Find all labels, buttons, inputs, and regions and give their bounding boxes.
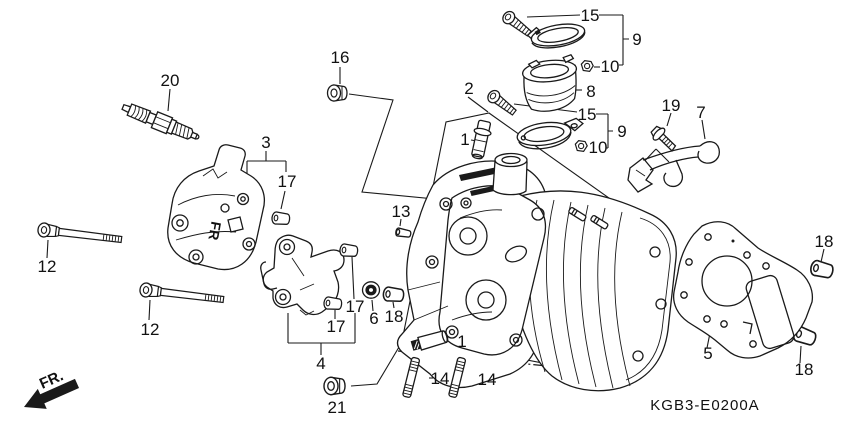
callout-7: 7 [696,103,705,122]
cylinder-gasket [672,221,814,359]
screw-15-lower [484,87,519,119]
stud-14-left [401,356,421,399]
leader-2 [467,96,489,113]
leader-16 [339,67,467,203]
callout-19: 19 [662,96,681,115]
nut-10-upper [579,59,595,73]
leader-18-bottom-right [799,345,802,364]
leader-6 [371,299,374,312]
collar-17-upper [270,210,291,227]
callout-20: 20 [161,71,180,90]
callout-4: 4 [316,354,325,373]
callout-6: 6 [369,309,378,328]
head-stud-pin [568,207,587,222]
flange-bolt-19 [650,125,677,152]
callout-10a: 10 [601,57,620,76]
valve-guide-1-upper [471,119,492,160]
callout-13: 13 [392,202,411,221]
callout-labels: 20 16 3 17 2 1 15 9 10 8 15 9 10 19 7 13… [38,6,834,417]
collar-18-left [381,285,406,304]
cable-bracket-7 [627,141,720,193]
collar-18-right-upper [808,258,836,281]
bracket-9-lower [596,113,613,149]
leader-13 [399,218,402,227]
callout-18c: 18 [795,360,814,379]
callout-16: 16 [331,48,350,67]
leader-21 [350,341,403,387]
leader-18-left [392,301,395,309]
dowel-pin-13 [395,227,412,238]
callout-15a: 15 [581,6,600,25]
oil-seal-6 [361,281,381,299]
bracket-9-upper [599,14,629,66]
leader-17-right [351,256,356,343]
cap-nut-16 [326,84,348,102]
nut-10-lower [573,139,589,153]
callout-12b: 12 [141,320,160,339]
callout-8: 8 [586,82,595,101]
leader-18-top-right [820,248,825,263]
callout-17c: 17 [327,317,346,336]
callout-1b: 1 [457,332,466,351]
callout-3: 3 [261,133,270,152]
leader-20 [167,88,171,112]
callout-18a: 18 [385,307,404,326]
cap-nut-21 [323,376,346,396]
leader-12-upper [46,239,49,259]
callout-17b: 17 [346,297,365,316]
clamp-9-upper [526,23,586,49]
callout-15b: 15 [578,105,597,124]
head-cover: FR [167,144,266,271]
callout-2: 2 [464,79,473,98]
callout-14a: 14 [431,369,450,388]
collar-17-right [338,242,359,259]
intake-boot-8 [522,53,578,112]
casting-mark: FR [205,220,224,241]
bolt-12-upper [36,221,123,248]
spark-plug [121,103,200,140]
leader-7 [701,119,706,140]
callout-18b: 18 [815,232,834,251]
callout-10b: 10 [589,138,608,157]
callout-12a: 12 [38,257,57,276]
callout-14b: 14 [478,370,497,389]
mount-bracket [260,234,345,316]
bracket-4 [287,313,355,355]
callout-21: 21 [328,398,347,417]
leader-12-lower [148,299,151,321]
head-stud-pin [590,215,609,230]
callout-9b: 9 [617,122,626,141]
leader-15-upper [526,14,581,18]
bolt-12-lower [138,281,225,308]
callout-17a: 17 [278,172,297,191]
fr-direction-arrow: FR. [24,367,80,409]
clamp-9-lower [516,117,584,150]
callout-9a: 9 [632,30,641,49]
dowel-1-lower [410,330,449,351]
collar-17-lower [322,295,343,312]
callout-5: 5 [703,344,712,363]
callout-1a: 1 [460,130,469,149]
cover-bolt-head [460,197,472,209]
diagram-code: KGB3-E0200A [650,397,759,414]
cylinder-head [396,152,677,392]
